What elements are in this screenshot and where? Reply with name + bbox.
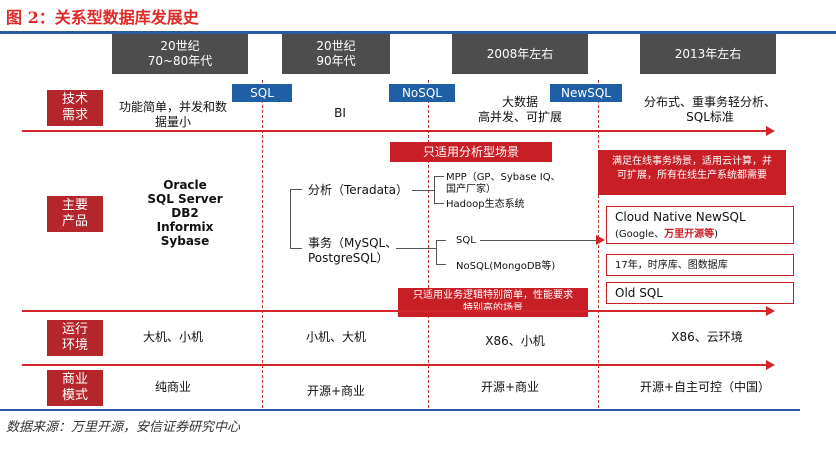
figure-title: 图 2：关系型数据库发展史 <box>6 8 199 27</box>
bracket-line <box>290 248 302 249</box>
connector-line <box>412 190 434 191</box>
old-sql-box: Old SQL <box>606 282 794 304</box>
newsql-tag: NewSQL <box>550 84 622 102</box>
timeline-arrow <box>22 130 768 132</box>
hadoop-product: Hadoop生态系统 <box>446 199 525 210</box>
sql-product: SQL <box>456 235 476 246</box>
old-sql-label: Old SQL <box>615 286 663 300</box>
timeseries-label: 17年，时序库、图数据库 <box>615 260 728 271</box>
business-cell-4: 开源+自主可控（中国） <box>639 380 771 394</box>
row-label-runtime: 运行 环境 <box>47 320 103 356</box>
row-label-text: 商业 模式 <box>61 372 88 403</box>
tech-cell-2: BI <box>334 106 346 120</box>
runtime-cell-1: 大机、小机 <box>142 330 203 344</box>
connector-line <box>434 176 435 204</box>
era-line2: 90年代 <box>316 54 356 68</box>
connector-line <box>396 248 436 249</box>
sql-tag: SQL <box>232 84 292 102</box>
row-label-products: 主要 产品 <box>47 196 103 232</box>
timeline-arrow <box>22 310 768 312</box>
era-header-4: 2013年左右 <box>640 34 776 74</box>
era-line1: 2013年左右 <box>674 46 742 61</box>
callout-analysis: 只适用分析型场景 <box>390 142 552 162</box>
source-note: 数据来源：万里开源，安信证券研究中心 <box>6 420 241 435</box>
era-line1: 20世纪 <box>316 39 356 53</box>
bottom-rule <box>0 409 800 411</box>
era-header-3: 2008年左右 <box>452 34 588 74</box>
runtime-cell-3: X86、小机 <box>485 334 545 348</box>
row-label-text: 运行 环境 <box>61 322 88 353</box>
era1-products: Oracle SQL Server DB2 Informix Sybase <box>147 178 223 248</box>
nosql-tag: NoSQL <box>389 84 455 102</box>
timeline-arrow <box>22 364 768 366</box>
business-cell-3: 开源+商业 <box>480 380 540 394</box>
arrow-head-icon <box>766 126 775 136</box>
business-cell-2: 开源+商业 <box>306 384 366 398</box>
row-label-tech: 技术 需求 <box>47 90 103 126</box>
business-cell-1: 纯商业 <box>154 380 191 394</box>
bracket-line <box>290 189 291 249</box>
bracket-line <box>290 189 302 190</box>
era-header-1: 20世纪 70~80年代 <box>112 34 248 74</box>
row-label-business: 商业 模式 <box>47 370 103 406</box>
row-label-text: 技术 需求 <box>61 92 88 123</box>
nosql-product: NoSQL(MongoDB等) <box>456 261 556 272</box>
era-divider <box>262 80 263 408</box>
top-rule <box>0 31 836 34</box>
era-header-2: 20世纪 90年代 <box>282 34 390 74</box>
mpp-product: MPP（GP、Sybase IQ、 国产厂家） <box>446 172 561 195</box>
era-divider <box>428 80 429 408</box>
connector-line <box>434 203 444 204</box>
arrow-head-icon <box>766 360 775 370</box>
era-line1: 2008年左右 <box>486 46 554 61</box>
arrow-head-icon <box>596 235 605 245</box>
connector-line <box>480 240 596 241</box>
transaction-product: 事务（MySQL、 PostgreSQL） <box>308 236 398 265</box>
row-label-text: 主要 产品 <box>61 198 88 229</box>
cloud-native-sub-highlight: 万里开源等 <box>664 229 715 240</box>
runtime-cell-4: X86、云环境 <box>671 330 743 344</box>
era-line1: 20世纪 <box>160 39 200 53</box>
connector-line <box>434 176 444 177</box>
connector-line <box>436 264 446 265</box>
tech-cell-1: 功能简单，并发和数 据量小 <box>118 100 227 129</box>
cloud-native-subtitle: (Google、万里开源等) <box>615 227 718 242</box>
era-line2: 70~80年代 <box>147 54 213 68</box>
analysis-product: 分析（Teradata） <box>308 183 408 197</box>
runtime-cell-2: 小机、大机 <box>305 330 366 344</box>
cloud-native-sub-suffix: ) <box>714 229 719 240</box>
arrow-head-icon <box>766 306 775 316</box>
callout-simple: 只适用业务逻辑特别简单，性能要求 特别高的场景 <box>398 288 588 317</box>
tech-cell-4: 分布式、重事务轻分析、 SQL标准 <box>643 95 776 124</box>
connector-line <box>436 240 437 264</box>
connector-line <box>436 240 446 241</box>
timeseries-box: 17年，时序库、图数据库 <box>606 254 794 276</box>
cloud-native-title: Cloud Native NewSQL <box>615 210 746 224</box>
cloud-native-sub-prefix: (Google、 <box>615 229 665 240</box>
tech-cell-3: 大数据 高并发、可扩展 <box>477 95 562 124</box>
cloud-native-box: Cloud Native NewSQL (Google、万里开源等) <box>606 206 794 244</box>
callout-cloud: 满足在线事务场景，适用云计算，并 可扩展，所有在线生产系统都需要 <box>598 150 786 195</box>
